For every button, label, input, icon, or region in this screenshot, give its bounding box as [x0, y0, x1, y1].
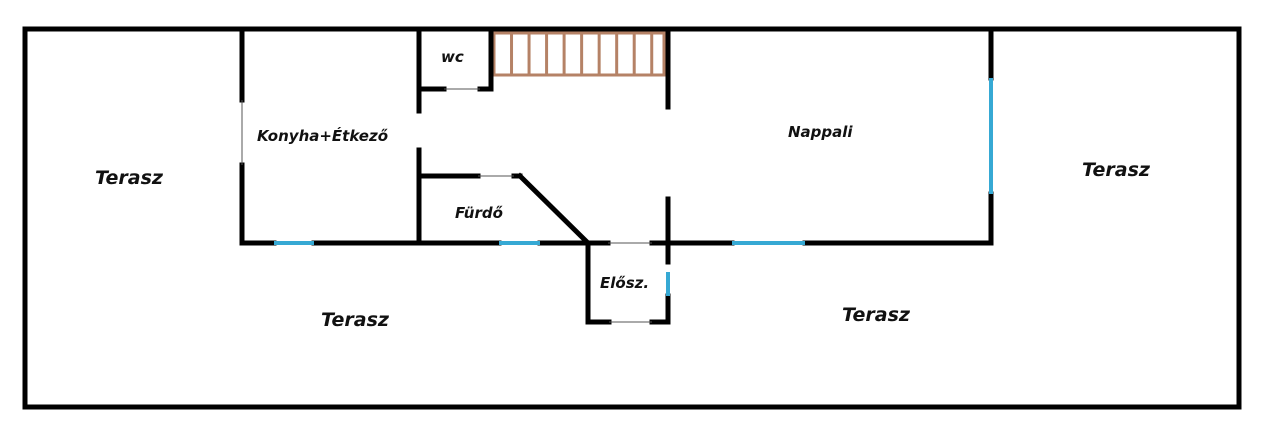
- room-label-konyha: Konyha+Étkező: [257, 126, 388, 145]
- room-label-terasz-right: Terasz: [1082, 159, 1151, 181]
- room-label-terasz-bottom-right: Terasz: [842, 304, 911, 326]
- room-label-furdo: Fürdő: [455, 204, 503, 222]
- room-label-terasz-left: Terasz: [95, 167, 164, 189]
- room-label-wc: wc: [441, 48, 464, 66]
- wall-diagonal: [516, 172, 592, 247]
- walls: [239, 28, 994, 325]
- room-label-eloszoba: Elősz.: [600, 274, 649, 292]
- doors: [241, 88, 652, 323]
- room-label-nappali: Nappali: [788, 123, 853, 141]
- stairs: [492, 31, 666, 77]
- room-label-terasz-bottom-left: Terasz: [321, 309, 390, 331]
- windows: [274, 78, 993, 296]
- stairs-outline: [492, 31, 666, 77]
- outer-terrace-border: [22, 26, 1242, 410]
